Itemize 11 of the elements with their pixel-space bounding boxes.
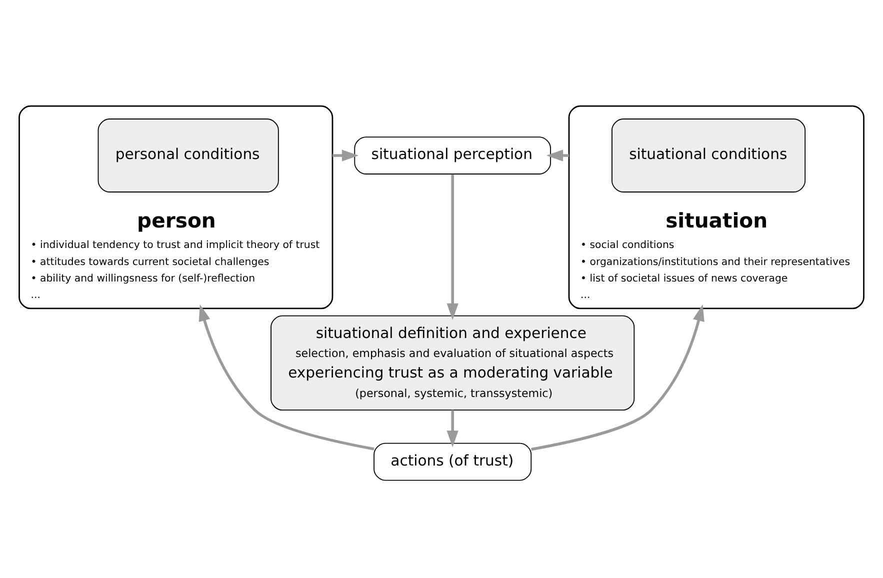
node-box: situational conditions: [612, 118, 806, 192]
arrow: [446, 174, 458, 320]
arrow: [530, 304, 704, 450]
arrow: [546, 149, 569, 161]
node-box: situational definition and experience selection, emphasis and evaluation of situational aspects experiencing trust as a moderating variable (personal, systemic, transsystemic): [270, 314, 635, 410]
node-box: actions (of trust): [374, 442, 532, 480]
arrow: [446, 410, 458, 447]
node-box: situational perception: [354, 136, 551, 174]
node-box: personal conditions: [98, 118, 279, 192]
arrow: [332, 149, 359, 161]
arrow: [198, 304, 374, 450]
